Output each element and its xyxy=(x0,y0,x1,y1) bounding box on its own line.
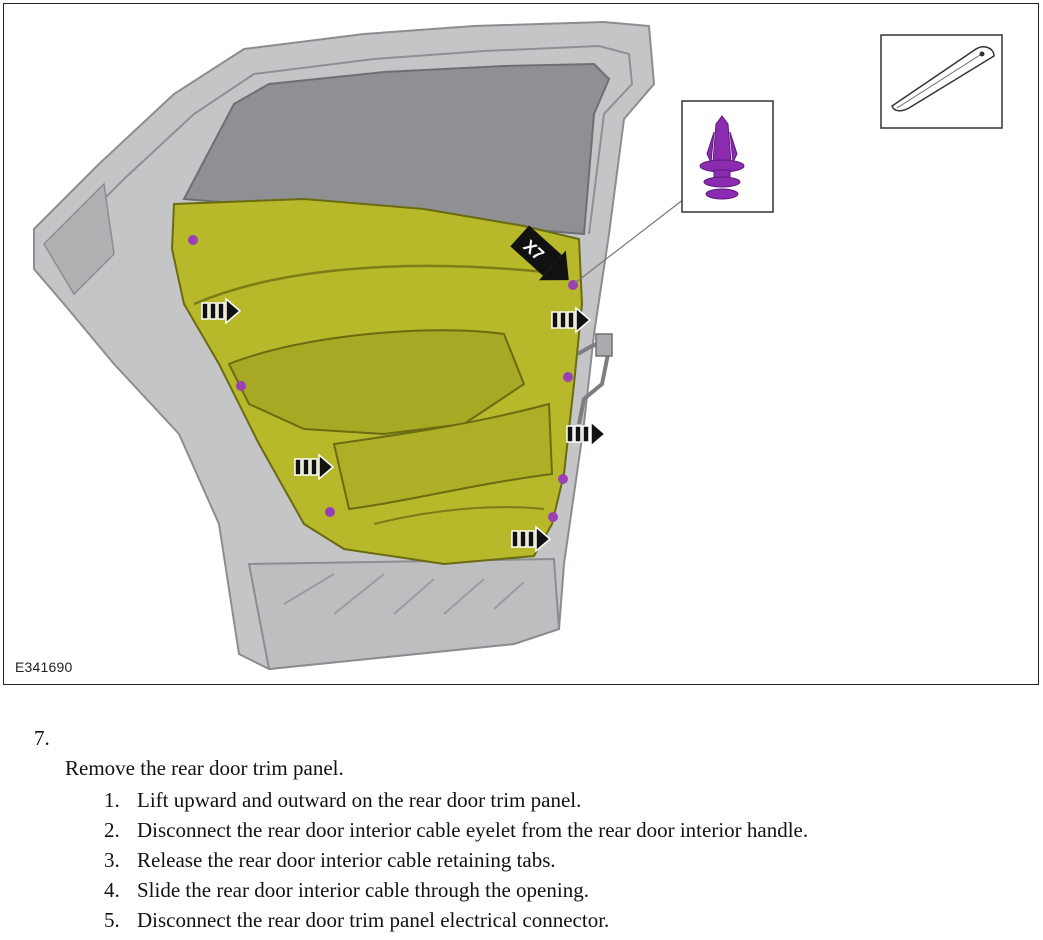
door-frame-inner xyxy=(63,44,634,240)
push-pin-clip-icon xyxy=(699,115,745,200)
clip-dot xyxy=(236,381,246,391)
clip-dot xyxy=(563,372,573,382)
direction-arrows xyxy=(201,297,607,553)
clip-dot xyxy=(548,512,558,522)
right-arrow-icon xyxy=(566,420,607,448)
clip-dot xyxy=(558,474,568,484)
lower-door-section xyxy=(247,557,561,671)
substep-number: 1. xyxy=(104,788,120,812)
clip-inset xyxy=(681,100,774,213)
substep-text: Disconnect the rear door interior cable … xyxy=(137,818,809,842)
substep-text: Disconnect the rear door trim panel elec… xyxy=(137,908,610,932)
right-arrow-icon xyxy=(294,453,335,481)
substep-text: Lift upward and outward on the rear door… xyxy=(137,788,582,812)
quantity-callout: X7 xyxy=(510,225,569,281)
substep-list: 1. Lift upward and outward on the rear do… xyxy=(104,785,808,935)
clip-dot xyxy=(325,507,335,517)
right-arrow-icon xyxy=(201,297,242,325)
substep: 1. Lift upward and outward on the rear do… xyxy=(104,785,808,815)
step-title: Remove the rear door trim panel. xyxy=(65,756,344,780)
armrest xyxy=(227,329,526,436)
clip-dot xyxy=(188,235,198,245)
substep: 4. Slide the rear door interior cable thr… xyxy=(104,875,808,905)
right-arrow-icon xyxy=(551,306,592,334)
rear-door-trim-illustration: X7 xyxy=(33,20,1003,671)
substep-number: 4. xyxy=(104,878,120,902)
figure-id: E341690 xyxy=(15,659,73,675)
substep-number: 3. xyxy=(104,848,120,872)
tool-inset xyxy=(880,34,1003,129)
substep: 3. Release the rear door interior cable r… xyxy=(104,845,808,875)
leader-line xyxy=(574,198,685,284)
right-arrow-icon xyxy=(511,525,552,553)
substep-number: 2. xyxy=(104,818,120,842)
substep: 5. Disconnect the rear door trim panel el… xyxy=(104,905,808,935)
substep: 2. Disconnect the rear door interior cabl… xyxy=(104,815,808,845)
substep-number: 5. xyxy=(104,908,120,932)
substep-text: Slide the rear door interior cable throu… xyxy=(137,878,589,902)
substep-text: Release the rear door interior cable ret… xyxy=(137,848,556,872)
clip-locations xyxy=(188,235,578,522)
step-number: 7. xyxy=(34,726,50,750)
procedure-figure: X7 E341690 xyxy=(3,3,1039,685)
